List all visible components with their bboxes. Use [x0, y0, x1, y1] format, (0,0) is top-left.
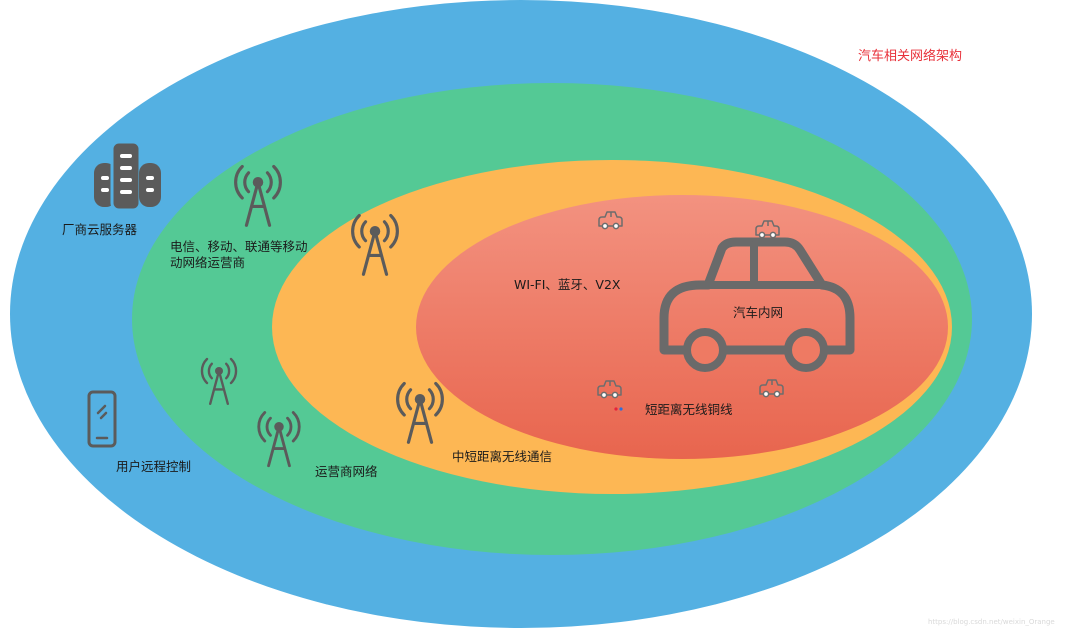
short-range-copper-label: 短距离无线铜线 [645, 402, 733, 417]
wireless-label: WI-FI、蓝牙、V2X [514, 277, 621, 292]
car-icon [659, 237, 855, 372]
server-icon [94, 140, 161, 212]
in-vehicle-label: 汽车内网 [733, 305, 783, 320]
diagram-title: 汽车相关网络架构 [858, 48, 962, 64]
phone-icon [87, 390, 117, 448]
short-range-comm-label: 中短距离无线通信 [452, 449, 552, 464]
watermark-url: https://blog.csdn.net/weixin_Orange [928, 618, 1055, 626]
operator-network-label: 运营商网络 [315, 464, 378, 479]
in-vehicle-zone [416, 195, 948, 459]
user-remote-label: 用户远程控制 [116, 459, 191, 474]
dot-red [614, 407, 618, 411]
carriers-label-line2: 动网络运营商 [170, 255, 245, 270]
dot-blue [619, 407, 623, 411]
vendor-cloud-label: 厂商云服务器 [62, 222, 138, 237]
wechat-icon [863, 570, 899, 598]
watermark-brand: 橙留香Park [905, 572, 1019, 597]
carriers-label-line1: 电信、移动、联通等移动 [170, 239, 308, 254]
